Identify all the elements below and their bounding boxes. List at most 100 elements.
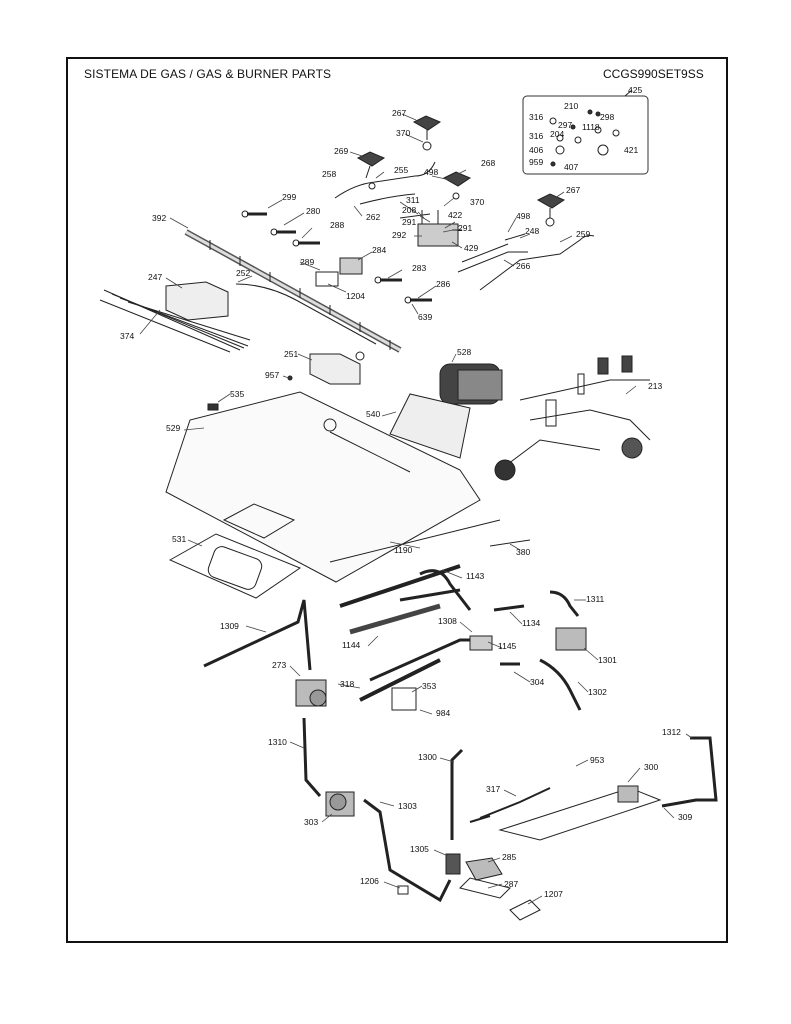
model-number: CCGS990SET9SS xyxy=(603,67,704,81)
leader-lines xyxy=(139,113,693,905)
label-266: 266 xyxy=(516,261,531,271)
label-959: 959 xyxy=(529,157,544,167)
label-267b: 267 xyxy=(566,185,581,195)
label-267: 267 xyxy=(392,108,407,118)
label-535: 535 xyxy=(230,389,245,399)
label-392: 392 xyxy=(152,213,167,223)
bracket-285 xyxy=(465,857,503,881)
label-292: 292 xyxy=(392,230,407,240)
wire-harness-213 xyxy=(494,355,651,481)
tube-1312 xyxy=(661,736,718,808)
label-374: 374 xyxy=(120,331,135,341)
label-370b: 370 xyxy=(470,197,485,207)
igniter-module-251 xyxy=(309,351,365,385)
label-258: 258 xyxy=(322,169,337,179)
label-1134: 1134 xyxy=(522,618,541,628)
kit-425-box xyxy=(522,89,649,175)
label-1144: 1144 xyxy=(342,640,361,650)
label-984: 984 xyxy=(436,708,451,718)
label-262: 262 xyxy=(366,212,381,222)
clip-535 xyxy=(207,403,219,411)
gas-tubes-upper xyxy=(334,161,595,291)
label-304: 304 xyxy=(530,677,545,687)
label-1308: 1308 xyxy=(438,616,457,626)
label-953: 953 xyxy=(590,755,605,765)
electrode-317 xyxy=(469,787,551,823)
label-298: 298 xyxy=(600,112,615,122)
label-1305: 1305 xyxy=(410,844,429,854)
valve-273 xyxy=(295,679,327,707)
burners-middle xyxy=(339,564,493,702)
label-529: 529 xyxy=(166,423,181,433)
valves-left xyxy=(241,210,432,304)
regulator-303 xyxy=(325,791,355,817)
label-317: 317 xyxy=(486,784,501,794)
fan-motor-528 xyxy=(439,363,503,405)
label-1302: 1302 xyxy=(588,687,607,697)
label-213: 213 xyxy=(648,381,663,391)
wire-bundle-374 xyxy=(99,289,251,353)
label-639: 639 xyxy=(418,312,433,322)
label-406: 406 xyxy=(529,145,544,155)
label-316: 316 xyxy=(529,112,544,122)
label-1309: 1309 xyxy=(220,621,239,631)
label-1312: 1312 xyxy=(662,727,681,737)
label-1311: 1311 xyxy=(586,594,605,604)
label-208: 208 xyxy=(402,205,417,215)
label-288: 288 xyxy=(330,220,345,230)
manifold-392 xyxy=(184,229,402,353)
label-204: 204 xyxy=(550,129,565,139)
label-252: 252 xyxy=(236,268,251,278)
label-255: 255 xyxy=(394,165,409,175)
burner-head-269 xyxy=(356,151,386,190)
label-247: 247 xyxy=(148,272,163,282)
cooktop-pan-529 xyxy=(165,391,481,583)
label-1204: 1204 xyxy=(346,291,365,301)
label-1301: 1301 xyxy=(598,655,617,665)
bracket-1207 xyxy=(509,899,541,921)
label-1207: 1207 xyxy=(544,889,563,899)
label-286: 286 xyxy=(436,279,451,289)
diagram-frame xyxy=(66,57,728,943)
label-498b: 498 xyxy=(516,211,531,221)
label-303: 303 xyxy=(304,817,319,827)
burner-head-268 xyxy=(442,171,472,200)
label-353: 353 xyxy=(422,681,437,691)
label-370: 370 xyxy=(396,128,411,138)
shield-287 xyxy=(459,877,511,899)
label-251: 251 xyxy=(284,349,299,359)
label-210: 210 xyxy=(564,101,579,111)
label-291b: 291 xyxy=(458,223,473,233)
label-1206: 1206 xyxy=(360,876,379,886)
tube-252 xyxy=(235,283,377,345)
tube-1309 xyxy=(203,599,312,671)
label-299: 299 xyxy=(282,192,297,202)
rod-1190 xyxy=(329,519,501,563)
label-285: 285 xyxy=(502,852,517,862)
label-380: 380 xyxy=(516,547,531,557)
label-528: 528 xyxy=(457,347,472,357)
label-425: 425 xyxy=(628,85,643,95)
label-300: 300 xyxy=(644,762,659,772)
label-309: 309 xyxy=(678,812,693,822)
valve-1305 xyxy=(445,853,461,875)
label-273: 273 xyxy=(272,660,287,670)
label-248: 248 xyxy=(525,226,540,236)
valve-assembly-311 xyxy=(417,210,462,247)
label-1145: 1145 xyxy=(498,641,517,651)
label-540: 540 xyxy=(366,409,381,419)
bracket-353 xyxy=(391,687,417,711)
bracket-1206 xyxy=(397,885,409,895)
label-421: 421 xyxy=(624,145,639,155)
burner-head-267 xyxy=(412,115,442,151)
label-316b: 316 xyxy=(529,131,544,141)
label-287: 287 xyxy=(504,879,519,889)
label-311: 311 xyxy=(406,195,420,205)
label-1190: 1190 xyxy=(394,545,413,555)
label-318: 318 xyxy=(340,679,355,689)
label-269: 269 xyxy=(334,146,349,156)
label-284: 284 xyxy=(372,245,387,255)
label-1310: 1310 xyxy=(268,737,287,747)
orifice-380 xyxy=(489,539,531,547)
label-1118: 1118 xyxy=(582,122,600,132)
